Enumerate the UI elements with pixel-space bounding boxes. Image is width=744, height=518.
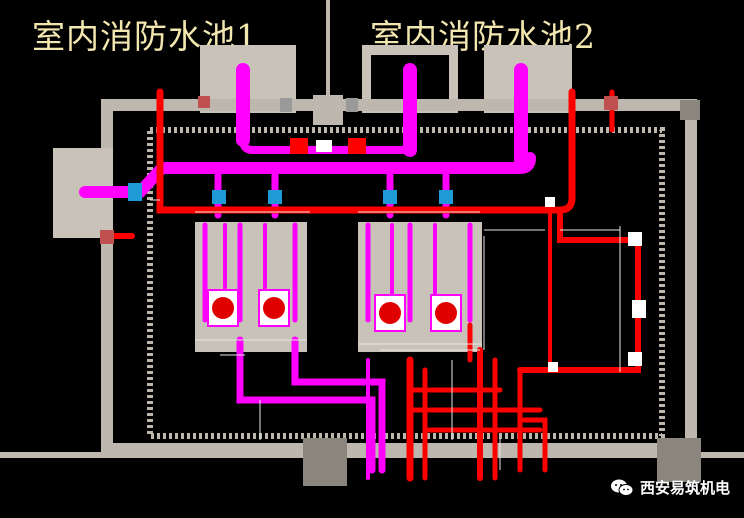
pump-base-2 xyxy=(358,222,482,352)
pump-base-1 xyxy=(195,222,307,352)
outer-wall xyxy=(101,99,697,455)
bottom-pit-right xyxy=(657,438,701,482)
suction-pipes xyxy=(79,63,536,480)
top-wall-line xyxy=(326,0,330,95)
wechat-icon xyxy=(610,479,634,496)
valves xyxy=(100,96,646,372)
pumps xyxy=(207,289,462,332)
watermark-text: 西安易筑机电 xyxy=(639,479,730,497)
watermark: 西安易筑机电 xyxy=(610,477,730,498)
inner-wall-band xyxy=(147,127,665,439)
annotation-lines xyxy=(150,199,621,470)
bottom-pit-left xyxy=(303,438,347,486)
corner-column xyxy=(680,100,700,120)
wall-column xyxy=(313,95,343,125)
